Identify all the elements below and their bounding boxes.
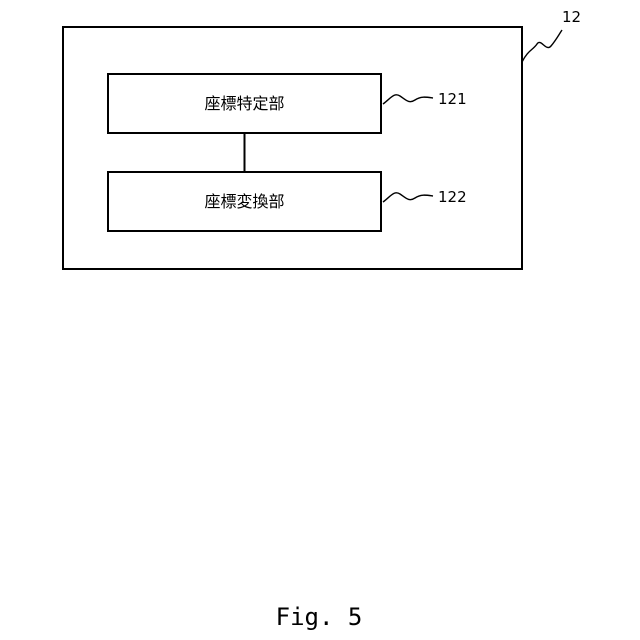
outer-box-leader bbox=[522, 30, 562, 62]
block-121-leader bbox=[383, 95, 433, 104]
block-122-leader bbox=[383, 193, 433, 202]
outer-box bbox=[63, 27, 522, 269]
block-121-ref: 121 bbox=[438, 90, 467, 108]
outer-box-ref: 12 bbox=[562, 8, 581, 26]
block-122-ref: 122 bbox=[438, 188, 467, 206]
block-coordinate-identification-label: 座標特定部 bbox=[204, 94, 284, 113]
block-coordinate-conversion-label: 座標変換部 bbox=[204, 192, 284, 211]
figure-caption: Fig. 5 bbox=[276, 603, 363, 631]
